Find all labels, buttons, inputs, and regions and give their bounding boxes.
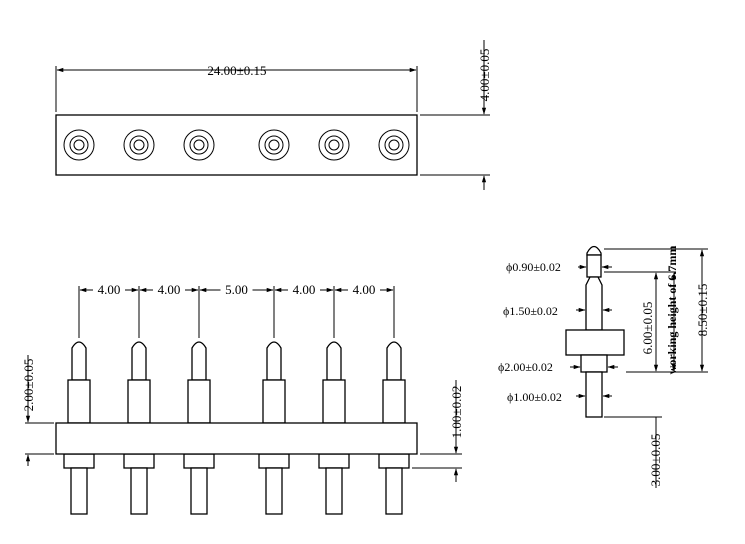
- pin-hole-inner: [328, 139, 340, 151]
- pin-height-dim-label: 2.00±0.05: [21, 359, 36, 412]
- pin-collar: [183, 453, 215, 469]
- pin-collar: [378, 453, 410, 469]
- side-tip-shaft: [586, 254, 602, 278]
- tail-diameter-label: ϕ1.00±0.02: [507, 390, 562, 404]
- pin-hole-outer: [258, 129, 290, 161]
- pin-tip: [266, 341, 282, 381]
- body-thickness-label: 1.00±0.02: [449, 386, 464, 439]
- pin: [318, 286, 350, 515]
- pin-barrel: [262, 379, 286, 424]
- pin-hole-inner: [133, 139, 145, 151]
- pin-tip: [131, 341, 147, 381]
- tail-length-label: 3.00±0.05: [648, 434, 663, 487]
- pitch-label-bg: [153, 283, 185, 296]
- pin-tip: [386, 341, 402, 381]
- pitch-dim-label: 4.00: [293, 282, 316, 297]
- pin-hole-outer: [183, 129, 215, 161]
- pin-hole-ring: [129, 135, 149, 155]
- pin-hole-ring: [264, 135, 284, 155]
- pitch-dim-label: 4.00: [98, 282, 121, 297]
- pin: [258, 286, 290, 515]
- pin-tail: [190, 467, 208, 515]
- side-view: ϕ0.90±0.02 ϕ1.50±0.02 ϕ2.00±0.02 ϕ1.00±0…: [498, 246, 710, 488]
- side-tip: [586, 245, 602, 256]
- pin-hole-outer: [318, 129, 350, 161]
- front-view: 4.00 4.00 5.00 4.00 4.00 2.00±0.05 1.00±0.02: [21, 282, 464, 515]
- pin-hole-ring: [69, 135, 89, 155]
- collar-diameter-label: ϕ2.00±0.02: [498, 360, 553, 374]
- pitch-label-bg: [348, 283, 380, 296]
- pin-hole-inner: [193, 139, 205, 151]
- pin-barrel: [382, 379, 406, 424]
- length-dim-label: 24.00±0.15: [207, 63, 266, 78]
- pin-collar: [63, 453, 95, 469]
- pin-barrel: [127, 379, 151, 424]
- total-length-label: 8.50±0.15: [695, 284, 710, 337]
- pin: [183, 286, 215, 515]
- pin-tail: [70, 467, 88, 515]
- height-dim-label: 4.00±0.05: [477, 49, 492, 102]
- side-collar: [565, 329, 625, 356]
- pin-barrel: [322, 379, 346, 424]
- front-view-body: [55, 422, 418, 455]
- pin-hole-ring: [324, 135, 344, 155]
- pitch-label-bg: [93, 283, 125, 296]
- top-view-holes: [63, 129, 410, 161]
- side-plunger: [585, 276, 603, 331]
- pitch-dim-label: 4.00: [158, 282, 181, 297]
- stroke-dim-label: 6.00±0.05: [640, 302, 655, 355]
- plunger-diameter-label: ϕ1.50±0.02: [503, 304, 558, 318]
- working-height-label: working height of 6.7mm: [665, 246, 679, 375]
- pitch-label-bg: [288, 283, 320, 296]
- front-view-pins: [63, 286, 410, 515]
- pin-tail: [385, 467, 403, 515]
- pin-hole-inner: [388, 139, 400, 151]
- pitch-dim-label: 5.00: [225, 282, 248, 297]
- pin-barrel: [67, 379, 91, 424]
- tip-diameter-label: ϕ0.90±0.02: [506, 260, 561, 274]
- pin-collar: [123, 453, 155, 469]
- pitch-dimensions: 4.00 4.00 5.00 4.00 4.00: [79, 282, 394, 297]
- pin-hole-ring: [189, 135, 209, 155]
- pitch-dim-label: 4.00: [353, 282, 376, 297]
- pin-collar: [318, 453, 350, 469]
- pin-barrel: [187, 379, 211, 424]
- pin: [123, 286, 155, 515]
- pin-hole-inner: [73, 139, 85, 151]
- pitch-label-bg: [220, 283, 253, 296]
- pin-hole-outer: [378, 129, 410, 161]
- pin-hole-inner: [268, 139, 280, 151]
- pin: [63, 286, 95, 515]
- top-view: 24.00±0.15 4.00±0.05: [55, 40, 492, 190]
- pin-collar: [258, 453, 290, 469]
- side-tail: [585, 371, 603, 418]
- pin-tail: [325, 467, 343, 515]
- side-neck: [580, 354, 608, 373]
- pin-tip: [71, 341, 87, 381]
- pin-hole-outer: [123, 129, 155, 161]
- pin-tip: [326, 341, 342, 381]
- pin-tail: [265, 467, 283, 515]
- pin-tail: [130, 467, 148, 515]
- top-view-body: [55, 114, 418, 176]
- pin-tip: [191, 341, 207, 381]
- pin-hole-outer: [63, 129, 95, 161]
- pin: [378, 286, 410, 515]
- pin-hole-ring: [384, 135, 404, 155]
